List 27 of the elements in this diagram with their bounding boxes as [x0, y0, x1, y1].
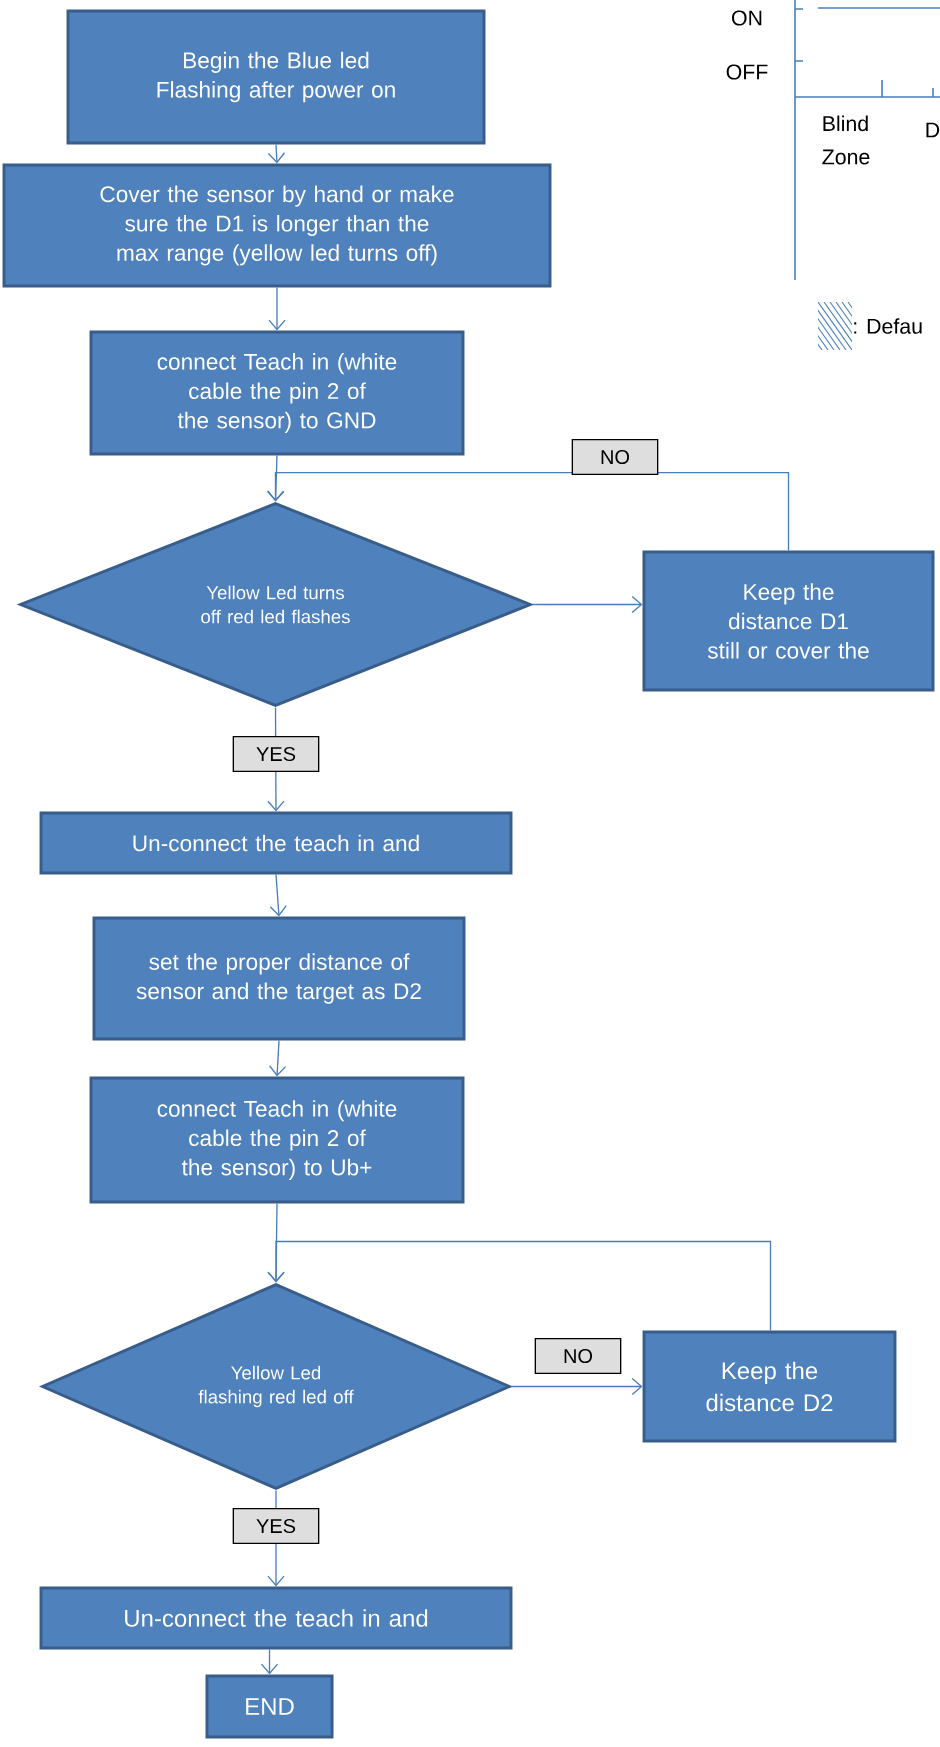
edge-label: NO [571, 439, 659, 475]
edge-label: NO [534, 1338, 622, 1374]
process-box: Keep the distance D2 [642, 1330, 897, 1443]
arrow [260, 1648, 279, 1675]
process-box: Un-connect the teach in and [39, 811, 513, 875]
edge-label: YES [232, 736, 320, 772]
legend-text: : Defau [854, 318, 922, 334]
arrow [531, 595, 643, 614]
arrow [510, 1377, 643, 1396]
arrow [267, 143, 286, 164]
process-box: connect Teach in (white cable the pin 2 of the sensor) to Ub+ [89, 1076, 465, 1204]
arrow [268, 286, 286, 331]
process-box: set the proper distance of sensor and the target as D2 [92, 916, 466, 1041]
edge-label: YES [232, 1508, 320, 1544]
axis-label: OFF [726, 64, 768, 80]
arrow [267, 1240, 772, 1332]
axis-label: Blind Zone [822, 115, 870, 165]
process-box: Un-connect the teach in and [39, 1586, 513, 1650]
arrow [269, 873, 287, 917]
process-box: connect Teach in (white cable the pin 2 of the sensor) to GND [89, 330, 465, 456]
axis-label: D [926, 122, 940, 138]
process-box: Begin the Blue led Flashing after power on [66, 9, 486, 145]
arrow [268, 1039, 287, 1077]
process-box: END [205, 1674, 334, 1739]
process-box: Cover the sensor by hand or make sure the D1 is longer than the max range (yellow led turns off) [2, 163, 552, 288]
axis-label: ON [732, 10, 762, 26]
process-box: Keep the distance D1 still or cover the [642, 550, 935, 692]
